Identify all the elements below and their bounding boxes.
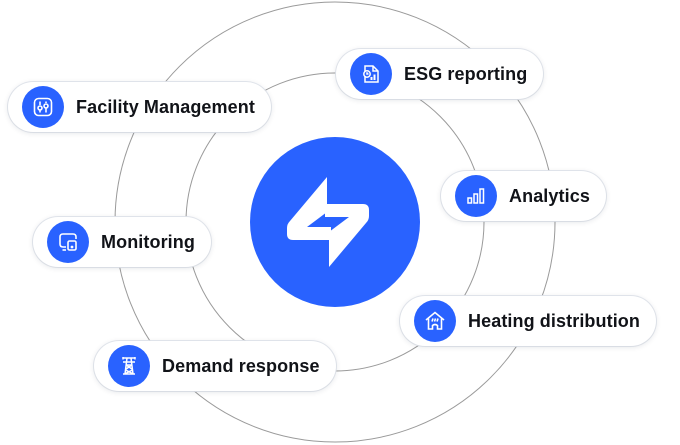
item-heating-distribution[interactable]: Heating distribution bbox=[400, 296, 656, 346]
bar-chart-icon bbox=[455, 175, 497, 217]
item-label: ESG reporting bbox=[404, 63, 528, 84]
item-facility-management[interactable]: Facility Management bbox=[8, 82, 271, 132]
item-analytics[interactable]: Analytics bbox=[441, 171, 606, 221]
monitor-device-icon bbox=[47, 221, 89, 263]
item-demand-response[interactable]: Demand response bbox=[94, 341, 336, 391]
item-esg-reporting[interactable]: ESG reporting bbox=[336, 49, 544, 99]
item-label: Analytics bbox=[509, 185, 590, 206]
item-monitoring[interactable]: Monitoring bbox=[33, 217, 211, 267]
sliders-icon bbox=[22, 86, 64, 128]
lightning-logo-icon bbox=[287, 177, 369, 267]
hub-logo bbox=[250, 137, 420, 307]
item-label: Facility Management bbox=[76, 96, 255, 117]
item-label: Demand response bbox=[162, 355, 320, 376]
house-heat-icon bbox=[414, 300, 456, 342]
item-label: Heating distribution bbox=[468, 310, 640, 331]
item-label: Monitoring bbox=[101, 231, 195, 252]
report-chart-icon bbox=[350, 53, 392, 95]
power-tower-icon bbox=[108, 345, 150, 387]
